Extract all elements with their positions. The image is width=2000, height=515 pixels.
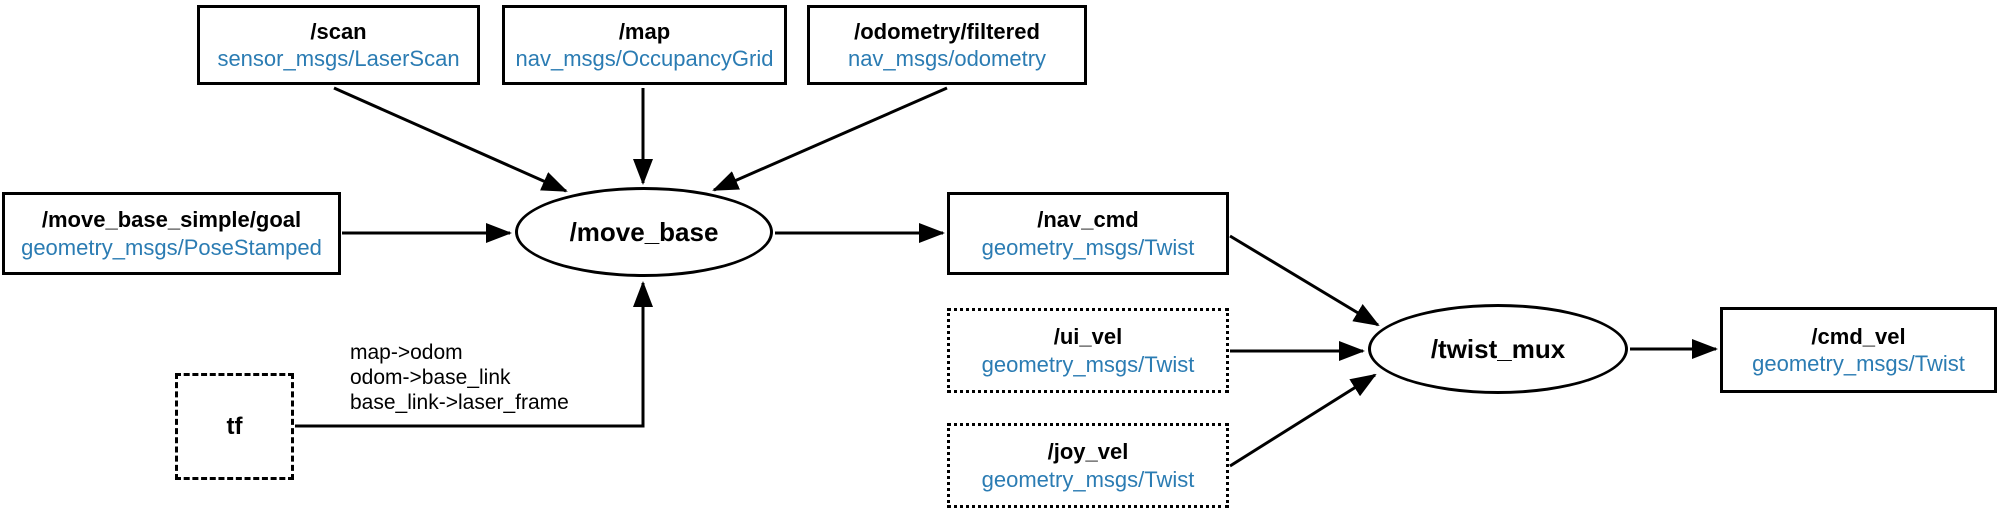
edge-tf-to-move-base — [295, 281, 653, 428]
message-type: geometry_msgs/Twist — [981, 234, 1195, 260]
edge-joy-vel-to-twist-mux — [1229, 373, 1377, 468]
node-ellipse-move-base: /move_base — [515, 187, 773, 277]
tf-frame-line: odom->base_link — [350, 366, 511, 389]
tf-frames-annotation: map->odom odom->base_link base_link->las… — [350, 340, 569, 415]
topic-box-nav-cmd: /nav_cmd geometry_msgs/Twist — [947, 192, 1229, 275]
node-ellipse-twist-mux: /twist_mux — [1368, 304, 1628, 394]
message-type: nav_msgs/odometry — [847, 46, 1047, 71]
topic-name: /nav_cmd — [1037, 207, 1139, 232]
topic-name: /odometry/filtered — [854, 18, 1040, 44]
topic-box-scan: /scan sensor_msgs/LaserScan — [197, 5, 480, 85]
message-type: nav_msgs/OccupancyGrid — [515, 46, 774, 71]
node-label: /twist_mux — [1430, 333, 1566, 364]
message-type: geometry_msgs/PoseStamped — [21, 234, 322, 260]
topic-box-map: /map nav_msgs/OccupancyGrid — [502, 5, 787, 85]
message-type: geometry_msgs/Twist — [981, 351, 1195, 377]
topic-name: /ui_vel — [1053, 324, 1123, 349]
tf-frame-line: base_link->laser_frame — [350, 391, 569, 414]
topic-name: /scan — [310, 18, 367, 44]
topic-name: /cmd_vel — [1811, 323, 1906, 349]
topic-name: /move_base_simple/goal — [41, 207, 302, 232]
node-label: /move_base — [569, 216, 719, 247]
topic-name: /joy_vel — [1047, 439, 1129, 464]
edge-odometry-to-move-base — [712, 86, 948, 192]
message-type: sensor_msgs/LaserScan — [217, 46, 460, 71]
topic-name: /map — [618, 18, 671, 44]
message-type: geometry_msgs/Twist — [1752, 351, 1965, 376]
edge-nav-cmd-to-twist-mux — [1229, 234, 1380, 327]
topic-box-ui-vel: /ui_vel geometry_msgs/Twist — [947, 308, 1229, 393]
tf-frame-line: map->odom — [350, 341, 463, 364]
message-type: geometry_msgs/Twist — [981, 466, 1195, 492]
tf-box: tf — [175, 373, 294, 480]
topic-box-move-base-simple-goal: /move_base_simple/goal geometry_msgs/Pos… — [2, 192, 341, 275]
tf-label: tf — [226, 412, 243, 440]
topic-box-odometry-filtered: /odometry/filtered nav_msgs/odometry — [807, 5, 1087, 85]
topic-box-joy-vel: /joy_vel geometry_msgs/Twist — [947, 423, 1229, 508]
topic-box-cmd-vel: /cmd_vel geometry_msgs/Twist — [1720, 307, 1997, 393]
edge-scan-to-move-base — [333, 86, 568, 193]
